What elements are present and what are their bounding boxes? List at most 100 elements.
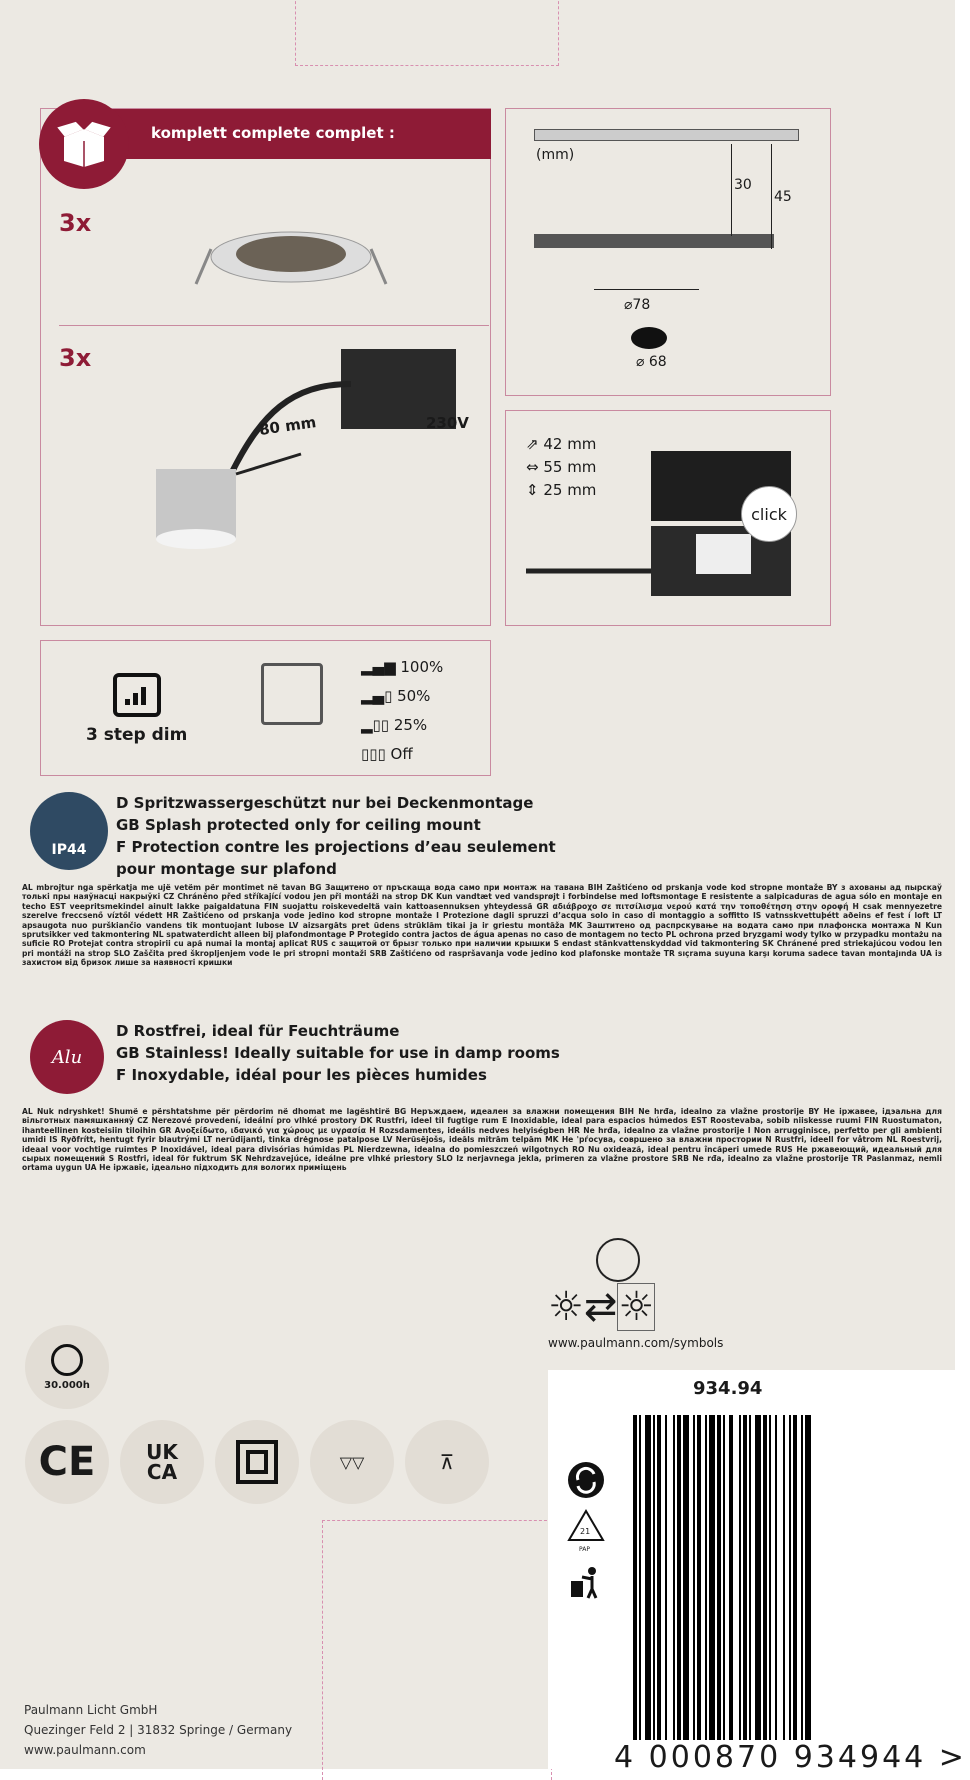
text-gb: GB Stainless! Ideally suitable for use i… bbox=[116, 1044, 560, 1062]
barcode-bar bbox=[771, 1415, 775, 1750]
ce-mark: CE bbox=[25, 1420, 109, 1504]
ceiling-light-icon: ⊼ bbox=[405, 1420, 489, 1504]
barcode bbox=[633, 1415, 903, 1750]
barcode-bar bbox=[747, 1415, 749, 1750]
barcode-bar bbox=[739, 1415, 741, 1750]
junction-box-panel: ⇗ 42 mm ⇔ 55 mm ⇕ 25 mm click bbox=[505, 410, 831, 626]
barcode-bar bbox=[681, 1415, 683, 1750]
quantity-label: 3x bbox=[59, 209, 92, 237]
company-website[interactable]: www.paulmann.com bbox=[24, 1743, 146, 1757]
barcode-bar bbox=[715, 1415, 717, 1750]
dimension-line bbox=[771, 144, 772, 249]
alu-badge: Alu bbox=[30, 1020, 104, 1094]
barcode-bar bbox=[789, 1415, 791, 1750]
text-fr: F Inoxydable, idéal pour les pièces humi… bbox=[116, 1066, 487, 1084]
barcode-bar bbox=[667, 1415, 673, 1750]
barcode-bar bbox=[785, 1415, 789, 1750]
class-ii-icon bbox=[215, 1420, 299, 1504]
barcode-bar bbox=[641, 1415, 645, 1750]
barcode-bar bbox=[729, 1415, 733, 1750]
width-dim: ⇔ 55 mm bbox=[526, 458, 597, 476]
barcode-bar bbox=[741, 1415, 743, 1750]
dim-level-off: ▯▯▯ Off bbox=[361, 745, 413, 763]
ip44-badge: IP44 bbox=[30, 792, 108, 870]
ceiling-drawing bbox=[534, 129, 799, 141]
dim-level-50: ▂▄▯ 50% bbox=[361, 687, 431, 705]
barcode-bar bbox=[705, 1415, 707, 1750]
barcode-bar bbox=[657, 1415, 661, 1750]
text-fr: F Protection contre les projections d’ea… bbox=[116, 838, 556, 856]
barcode-bar bbox=[677, 1415, 681, 1750]
fixture-drawing bbox=[534, 234, 774, 248]
barcode-bar bbox=[651, 1415, 653, 1750]
ip44-translations: AL mbrojtur nga spërkatja me ujë vetëm p… bbox=[22, 883, 942, 968]
dimension-line bbox=[731, 144, 732, 236]
contents-panel: komplett complete complet : 3x 3x 80 mm … bbox=[39, 99, 491, 626]
lifetime-badge: 30.000h bbox=[25, 1325, 109, 1409]
cutout-label: ⌀ 68 bbox=[636, 354, 667, 370]
symbols-link[interactable]: www.paulmann.com/symbols bbox=[548, 1336, 724, 1350]
barcode-bar bbox=[811, 1415, 815, 1750]
barcode-bar bbox=[743, 1415, 747, 1750]
company-name: Paulmann Licht GmbH bbox=[24, 1703, 158, 1717]
tidyman-icon bbox=[571, 1567, 598, 1599]
barcode-bar bbox=[709, 1415, 715, 1750]
barcode-bar bbox=[797, 1415, 801, 1750]
lifetime-label: 30.000h bbox=[44, 1379, 90, 1391]
dim-steps-icon bbox=[113, 673, 161, 717]
barcode-bar bbox=[645, 1415, 651, 1750]
fold-guide-top bbox=[295, 0, 559, 66]
barcode-bar bbox=[725, 1415, 729, 1750]
barcode-bar bbox=[633, 1415, 637, 1750]
barcode-bar bbox=[655, 1415, 657, 1750]
barcode-bar bbox=[707, 1415, 709, 1750]
barcode-bar bbox=[653, 1415, 655, 1750]
text-de: D Rostfrei, ideal für Feuchträume bbox=[116, 1022, 400, 1040]
alu-translations: AL Nuk ndryshket! Shumë e përshtatshme p… bbox=[22, 1107, 942, 1173]
dim-level-25: ▂▯▯ 25% bbox=[361, 716, 428, 734]
dim-level-100: ▂▄▆ 100% bbox=[361, 658, 444, 676]
dim-label: 3 step dim bbox=[86, 725, 188, 745]
unit-label: (mm) bbox=[536, 147, 575, 163]
company-info: Paulmann Licht GmbH Quezinger Feld 2 | 3… bbox=[24, 1700, 292, 1760]
diameter-label: ⌀78 bbox=[624, 297, 651, 313]
barcode-bar bbox=[675, 1415, 677, 1750]
recessed-ring-image bbox=[191, 209, 391, 303]
barcode-bar bbox=[721, 1415, 723, 1750]
barcode-bar bbox=[683, 1415, 689, 1750]
dimensions-panel: (mm) 30 45 ⌀78 ⌀ 68 bbox=[505, 108, 831, 396]
barcode-bar bbox=[697, 1415, 701, 1750]
mm-furniture-icon: ▽▽ bbox=[310, 1420, 394, 1504]
wall-switch-icon bbox=[261, 663, 323, 725]
barcode-bar bbox=[693, 1415, 695, 1750]
barcode-bar bbox=[701, 1415, 705, 1750]
barcode-bar bbox=[767, 1415, 769, 1750]
text-fr-cont: pour montage sur plafond bbox=[116, 860, 337, 878]
barcode-bar bbox=[639, 1415, 641, 1750]
barcode-bar bbox=[733, 1415, 739, 1750]
recycling-sub: PAP bbox=[579, 1546, 590, 1553]
text-de: D Spritzwassergeschützt nur bei Deckenmo… bbox=[116, 794, 534, 812]
barcode-bar bbox=[723, 1415, 725, 1750]
barcode-bar bbox=[793, 1415, 797, 1750]
barcode-bar bbox=[695, 1415, 697, 1750]
barcode-bar bbox=[783, 1415, 785, 1750]
barcode-bar bbox=[665, 1415, 667, 1750]
barcode-bar bbox=[751, 1415, 755, 1750]
voltage-label: 230V bbox=[426, 414, 469, 432]
barcode-bar bbox=[661, 1415, 665, 1750]
barcode-bar bbox=[749, 1415, 751, 1750]
barcode-bar bbox=[775, 1415, 777, 1750]
length-dim: ⇗ 42 mm bbox=[526, 435, 597, 453]
barcode-bar bbox=[637, 1415, 639, 1750]
barcode-bar bbox=[763, 1415, 767, 1750]
led-module-image bbox=[141, 344, 471, 588]
barcode-bar bbox=[777, 1415, 783, 1750]
barcode-bar bbox=[755, 1415, 761, 1750]
contents-header: komplett complete complet : bbox=[101, 109, 491, 159]
dimming-panel: 3 step dim ▂▄▆ 100% ▂▄▯ 50% ▂▯▯ 25% ▯▯▯ … bbox=[40, 640, 491, 776]
replaceable-light-icon: ☼⇄☼ bbox=[548, 1283, 656, 1331]
electrician-icon bbox=[596, 1238, 640, 1282]
cutout-icon bbox=[631, 327, 667, 349]
